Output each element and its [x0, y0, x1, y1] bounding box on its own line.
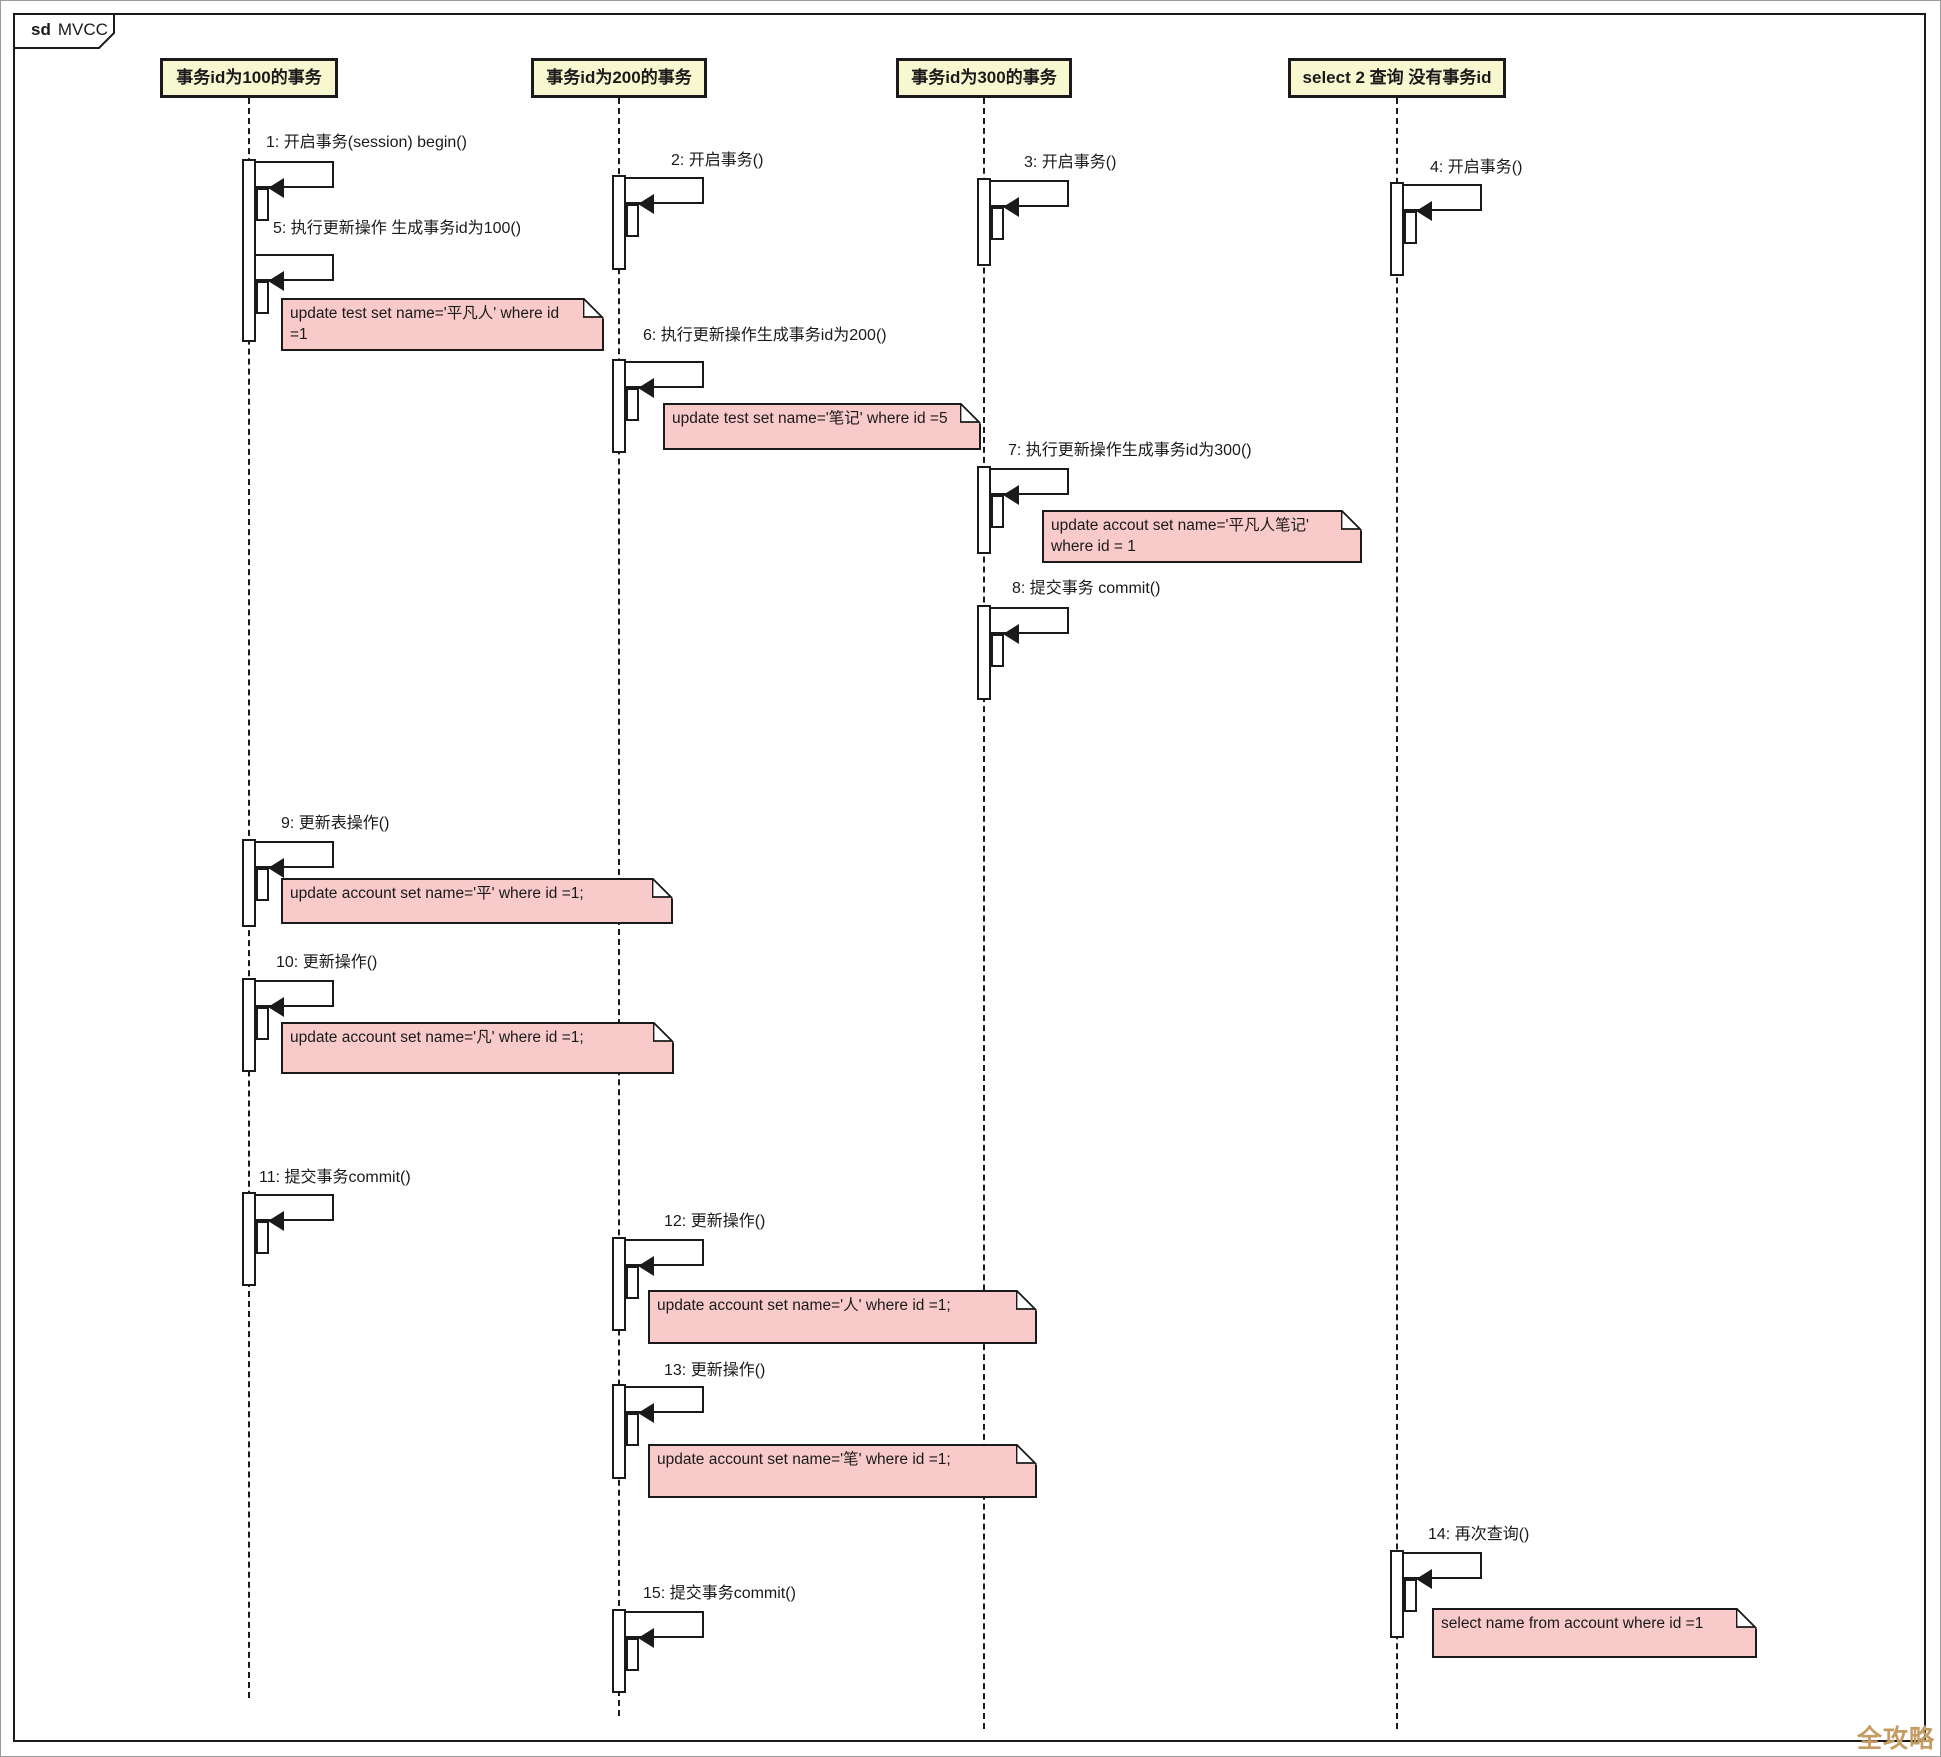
- note-sql-8: select name from account where id =1: [1432, 1608, 1757, 1658]
- note-fold-icon: [583, 298, 604, 319]
- message-label-6: 6: 执行更新操作生成事务id为200(): [643, 327, 887, 344]
- nested-activation-bar: [626, 1413, 639, 1446]
- activation-bar: [612, 175, 626, 270]
- activation-bar: [242, 839, 256, 927]
- message-label-10: 10: 更新操作(): [276, 954, 378, 971]
- nested-activation-bar: [256, 1007, 269, 1040]
- note-text: update account set name='人' where id =1;: [657, 1297, 951, 1314]
- note-sql-4: update account set name='平' where id =1;: [281, 878, 673, 924]
- message-arrowhead-icon: [638, 1256, 654, 1276]
- note-text: update account set name='笔' where id =1;: [657, 1451, 951, 1468]
- activation-bar: [242, 978, 256, 1072]
- message-label-3: 3: 开启事务(): [1024, 154, 1117, 171]
- nested-activation-bar: [256, 281, 269, 314]
- message-label-12: 12: 更新操作(): [664, 1213, 766, 1230]
- nested-activation-bar: [626, 204, 639, 237]
- lifeline-header-label: select 2 查询 没有事务id: [1302, 68, 1492, 87]
- message-arrowhead-icon: [268, 178, 284, 198]
- lifeline-header-tx200: 事务id为200的事务: [531, 58, 707, 98]
- activation-bar: [612, 1609, 626, 1693]
- message-label-2: 2: 开启事务(): [671, 152, 764, 169]
- note-sql-2: update test set name='笔记' where id =5: [663, 403, 981, 450]
- note-sql-6: update account set name='人' where id =1;: [648, 1290, 1037, 1344]
- nested-activation-bar: [626, 1638, 639, 1671]
- nested-activation-bar: [626, 388, 639, 421]
- message-arrowhead-icon: [1416, 1569, 1432, 1589]
- nested-activation-bar: [256, 188, 269, 221]
- note-text: update account set name='平' where id =1;: [290, 885, 584, 902]
- nested-activation-bar: [991, 634, 1004, 667]
- note-sql-5: update account set name='凡' where id =1;: [281, 1022, 674, 1074]
- note-sql-1: update test set name='平凡人' where id =1: [281, 298, 604, 351]
- activation-bar: [977, 178, 991, 266]
- note-text: select name from account where id =1: [1441, 1615, 1704, 1632]
- nested-activation-bar: [991, 495, 1004, 528]
- nested-activation-bar: [991, 207, 1004, 240]
- message-arrowhead-icon: [638, 378, 654, 398]
- activation-bar: [977, 466, 991, 554]
- sd-keyword: sd: [31, 20, 51, 39]
- self-call-line: [991, 468, 1069, 495]
- note-text: update test set name='笔记' where id =5: [672, 410, 948, 427]
- message-arrowhead-icon: [1003, 485, 1019, 505]
- message-arrowhead-icon: [638, 194, 654, 214]
- note-fold-icon: [1016, 1444, 1037, 1465]
- activation-bar: [1390, 1550, 1404, 1638]
- message-arrowhead-icon: [268, 1211, 284, 1231]
- diagram-frame: [13, 13, 1926, 1742]
- note-text: update account set name='凡' where id =1;: [290, 1029, 584, 1046]
- message-label-14: 14: 再次查询(): [1428, 1526, 1530, 1543]
- nested-activation-bar: [256, 868, 269, 901]
- note-sql-3: update accout set name='平凡人笔记' where id …: [1042, 510, 1362, 563]
- nested-activation-bar: [1404, 1579, 1417, 1612]
- message-arrowhead-icon: [1003, 197, 1019, 217]
- diagram-tag-shape: [13, 13, 115, 49]
- diagram-title: sd MVCC: [31, 20, 108, 40]
- activation-bar: [612, 1237, 626, 1331]
- message-arrowhead-icon: [1416, 201, 1432, 221]
- message-arrowhead-icon: [638, 1628, 654, 1648]
- message-label-4: 4: 开启事务(): [1430, 159, 1523, 176]
- message-arrowhead-icon: [638, 1403, 654, 1423]
- message-label-9: 9: 更新表操作(): [281, 815, 390, 832]
- message-label-5: 5: 执行更新操作 生成事务id为100(): [273, 220, 522, 237]
- lifeline-select2: [1396, 98, 1398, 1729]
- message-label-7: 7: 执行更新操作生成事务id为300(): [1008, 442, 1252, 459]
- message-label-11: 11: 提交事务commit(): [259, 1169, 411, 1186]
- nested-activation-bar: [1404, 211, 1417, 244]
- message-label-8: 8: 提交事务 commit(): [1012, 580, 1161, 597]
- lifeline-header-select2: select 2 查询 没有事务id: [1288, 58, 1506, 98]
- note-fold-icon: [652, 878, 673, 899]
- note-sql-7: update account set name='笔' where id =1;: [648, 1444, 1037, 1498]
- note-fold-icon: [1736, 1608, 1757, 1629]
- message-arrowhead-icon: [268, 858, 284, 878]
- note-fold-icon: [1341, 510, 1362, 531]
- activation-bar: [612, 359, 626, 453]
- message-label-15: 15: 提交事务commit(): [643, 1585, 796, 1602]
- activation-bar: [242, 1192, 256, 1286]
- lifeline-tx300: [983, 98, 985, 1729]
- message-arrowhead-icon: [268, 271, 284, 291]
- message-arrowhead-icon: [1003, 624, 1019, 644]
- nested-activation-bar: [626, 1266, 639, 1299]
- diagram-name: MVCC: [57, 20, 108, 39]
- activation-bar: [242, 159, 256, 342]
- nested-activation-bar: [256, 1221, 269, 1254]
- watermark: 全攻略: [1857, 1725, 1936, 1753]
- lifeline-header-tx100: 事务id为100的事务: [160, 58, 338, 98]
- activation-bar: [977, 605, 991, 700]
- message-label-1: 1: 开启事务(session) begin(): [266, 134, 467, 151]
- note-fold-icon: [960, 403, 981, 424]
- lifeline-header-tx300: 事务id为300的事务: [896, 58, 1072, 98]
- note-text: update test set name='平凡人' where id =1: [290, 305, 560, 344]
- note-fold-icon: [1016, 1290, 1037, 1311]
- note-fold-icon: [653, 1022, 674, 1043]
- note-text: update accout set name='平凡人笔记' where id …: [1051, 517, 1309, 556]
- message-arrowhead-icon: [268, 997, 284, 1017]
- activation-bar: [1390, 182, 1404, 276]
- activation-bar: [612, 1384, 626, 1479]
- message-label-13: 13: 更新操作(): [664, 1362, 766, 1379]
